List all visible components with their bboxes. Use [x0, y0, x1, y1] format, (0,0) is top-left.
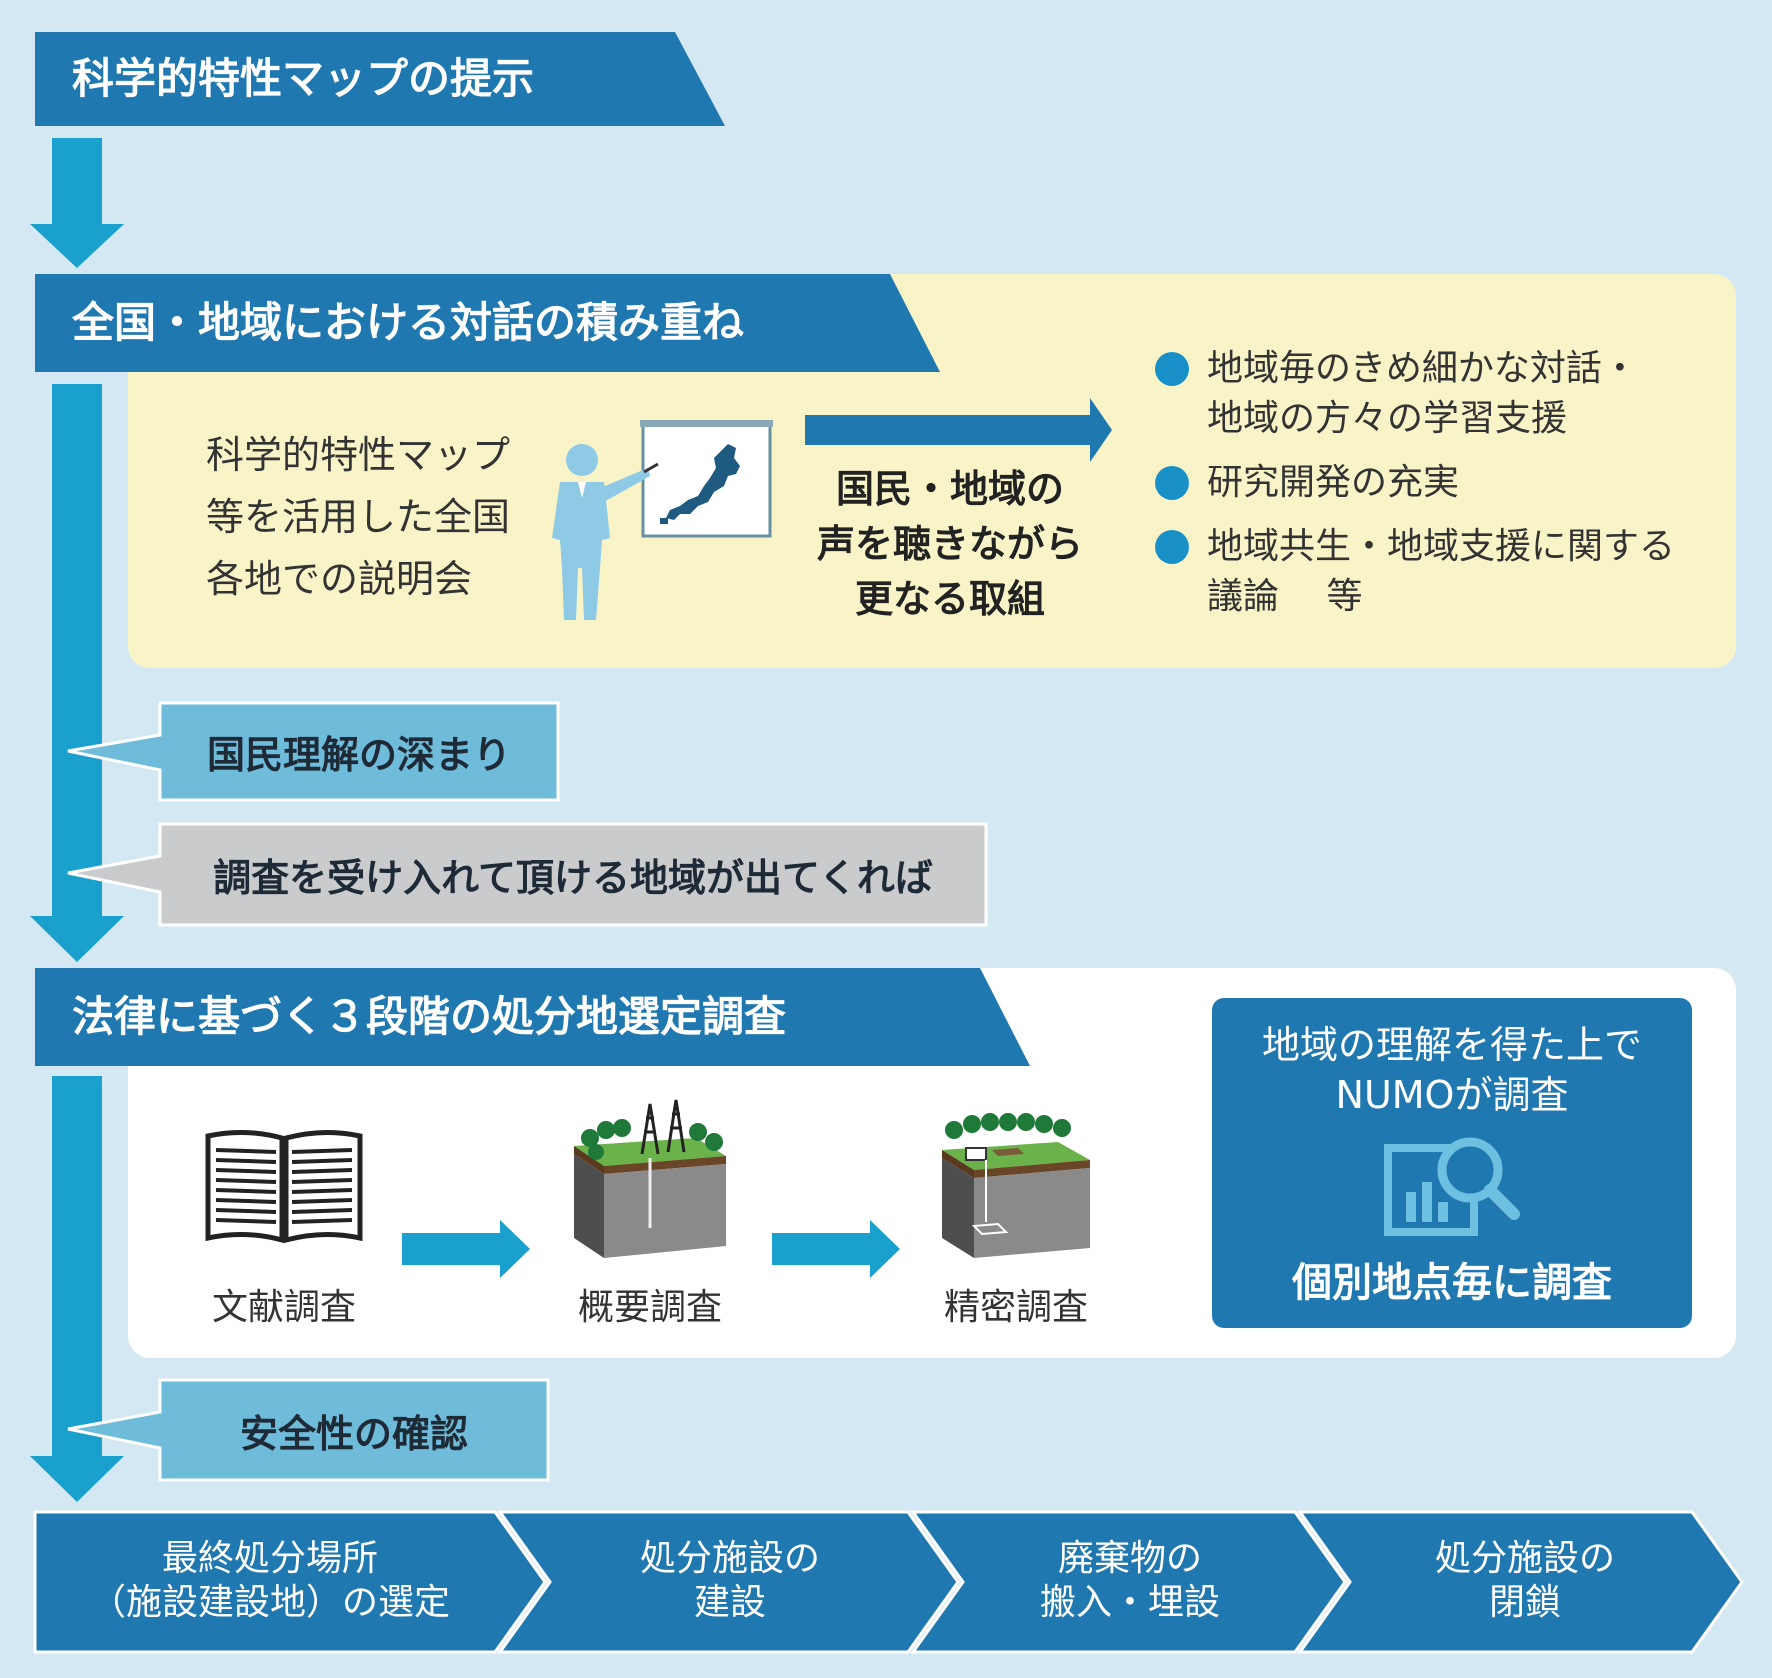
final-step-line: 搬入・埋設 [1039, 1582, 1220, 1623]
step1-header-banner [35, 32, 725, 126]
step2-title: 全国・地域における対話の積み重ね [72, 298, 745, 347]
final-step-3-chevron [910, 1510, 1347, 1654]
numo-line: NUMOが調査 [1335, 1073, 1569, 1117]
final-step-1-label: 最終処分場所 （施設建設地）の選定 [40, 1537, 500, 1625]
numo-line: 地域の理解を得た上で [1261, 1023, 1642, 1067]
callout-understanding: 国民理解の深まり [206, 733, 511, 777]
stage-arrow-2-shaft [772, 1233, 874, 1265]
stage-arrow-1-shaft [402, 1233, 504, 1265]
final-step-4-chevron [1297, 1510, 1744, 1654]
callout-acceptance-bg [67, 822, 988, 927]
bullet-dot [1155, 466, 1189, 500]
panel-arrow-shaft [805, 415, 1095, 445]
magnifier-chart-icon [1384, 1137, 1520, 1236]
final-step-line: 廃棄物の [1057, 1538, 1202, 1579]
flow-arrow-2-head [30, 916, 124, 962]
final-step-line: 処分施設の [639, 1538, 820, 1579]
final-step-line: 建設 [693, 1582, 766, 1623]
final-step-line: 閉鎖 [1488, 1582, 1561, 1623]
final-step-line: 処分施設の [1434, 1538, 1615, 1579]
list-item-line: 研究開発の充実 [1207, 462, 1460, 503]
stage-label-overview: 概要調査 [577, 1287, 722, 1328]
further-efforts-text: 国民・地域の 声を聴きながら 更なる取組 [790, 462, 1110, 627]
bullet-dot [1155, 352, 1189, 386]
final-step-4-label: 処分施設の 閉鎖 [1365, 1537, 1685, 1625]
callout-acceptance: 調査を受け入れて頂ける地域が出てくれば [213, 856, 933, 900]
list-item-line: 地域の方々の学習支援 [1207, 398, 1568, 439]
ground-detailed-survey-icon [942, 1113, 1090, 1258]
list-item-line: 地域毎のきめ細かな対話・ [1207, 348, 1638, 389]
stage-label-detailed: 精密調査 [943, 1287, 1088, 1328]
step3-title: 法律に基づく３段階の処分地選定調査 [72, 992, 787, 1041]
list-item: 地域共生・地域支援に関する 議論 等 [1155, 522, 1695, 622]
step2-panel-bg [128, 274, 1736, 668]
further-efforts-line: 声を聴きながら [816, 522, 1083, 566]
open-book-icon [205, 1129, 363, 1244]
callout-understanding-bg [67, 701, 560, 802]
numo-bottom-text: 個別地点毎に調査 [1292, 1260, 1612, 1306]
panel-arrow-head [1090, 398, 1112, 462]
further-efforts-line: 国民・地域の [835, 467, 1064, 511]
flow-arrow-3-head [30, 1456, 124, 1502]
numo-survey-box: 地域の理解を得た上で NUMOが調査 個別地点毎に調査 [1212, 998, 1692, 1328]
seminar-line: 科学的特性マップ [206, 433, 511, 477]
callout-safety: 安全性の確認 [239, 1411, 468, 1456]
flow-arrow-3-shaft [52, 1076, 102, 1458]
flow-arrow-2-shaft [52, 384, 102, 918]
bullet-dot [1155, 530, 1189, 564]
list-item: 地域毎のきめ細かな対話・ 地域の方々の学習支援 [1155, 344, 1695, 444]
list-item: 研究開発の充実 [1155, 458, 1695, 508]
final-step-3-label: 廃棄物の 搬入・埋設 [975, 1537, 1285, 1625]
flow-arrow-1-shaft [52, 138, 102, 226]
final-step-1-chevron [33, 1510, 547, 1654]
step3-header-banner [35, 968, 1030, 1066]
stage-arrow-2-head [870, 1220, 900, 1278]
final-step-line: （施設建設地）の選定 [89, 1582, 450, 1623]
initiative-list: 地域毎のきめ細かな対話・ 地域の方々の学習支援 研究開発の充実 地域共生・地域支… [1155, 344, 1695, 622]
flow-arrow-1-head [30, 224, 124, 268]
stage-arrow-1-head [500, 1220, 530, 1278]
ground-survey-towers-icon [574, 1099, 726, 1258]
seminar-description: 科学的特性マップ 等を活用した全国 各地での説明会 [206, 424, 510, 610]
further-efforts-line: 更なる取組 [854, 577, 1045, 621]
seminar-line: 等を活用した全国 [206, 495, 511, 539]
stage-label-literature: 文献調査 [211, 1287, 356, 1328]
step1-title: 科学的特性マップの提示 [72, 54, 535, 103]
final-step-2-label: 処分施設の 建設 [560, 1537, 900, 1625]
final-step-line: 最終処分場所 [161, 1538, 378, 1579]
seminar-line: 各地での説明会 [206, 557, 473, 601]
callout-safety-bg [67, 1378, 550, 1482]
list-item-line: 議論 等 [1207, 576, 1363, 617]
final-step-2-chevron [497, 1510, 960, 1654]
list-item-line: 地域共生・地域支援に関する [1207, 526, 1676, 567]
presenter-with-japan-map-icon [552, 420, 773, 620]
step2-header-banner [35, 274, 940, 372]
